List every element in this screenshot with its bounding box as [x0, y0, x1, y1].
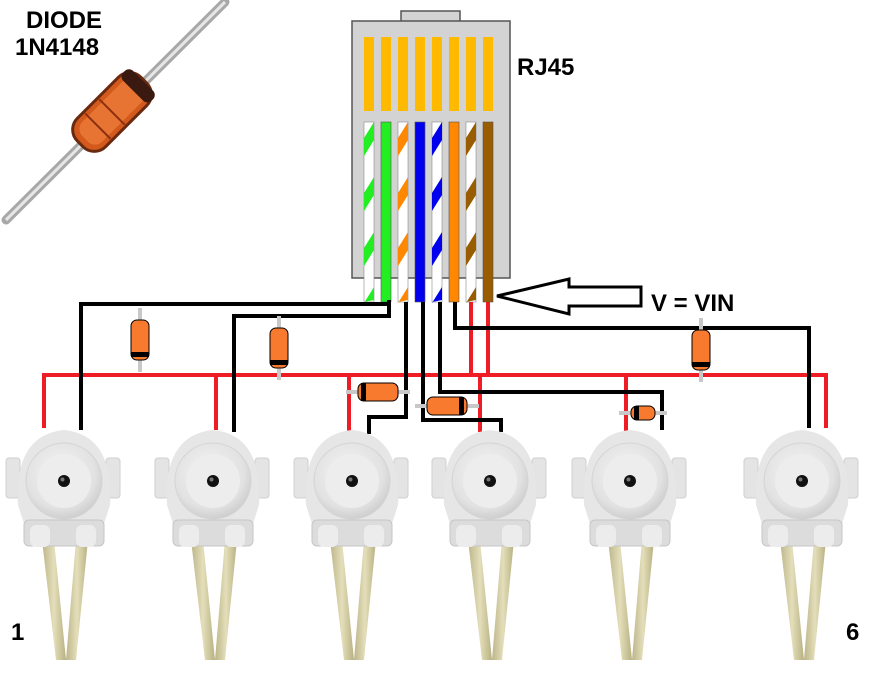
- diode-5: [619, 405, 667, 421]
- rj45-contact-8: [483, 37, 493, 111]
- signal-wires: [79, 300, 811, 434]
- rj45-contact-6: [449, 37, 459, 111]
- rj45-contacts: [364, 37, 493, 111]
- rj45-wire-3: [397, 121, 409, 303]
- supply-label: V = VIN: [651, 290, 734, 317]
- pumps: [5, 430, 859, 660]
- pump-2: [154, 430, 270, 660]
- diode-3: [346, 382, 410, 402]
- rj45-contact-4: [415, 37, 425, 111]
- pump-1: [5, 430, 121, 660]
- pump-tube: [492, 540, 514, 660]
- pump-5: [571, 430, 687, 660]
- rj45-contact-7: [466, 37, 476, 111]
- pump-tube: [608, 540, 632, 660]
- rj45-wire-1: [363, 121, 375, 303]
- diode-4: [415, 396, 479, 416]
- pump-6: [743, 430, 859, 660]
- pump-4: [431, 430, 547, 660]
- rj45-connector: [351, 10, 511, 303]
- rj45-wire-6: [448, 121, 460, 303]
- rj45-wire-4: [414, 121, 426, 303]
- rj45-wire-5: [431, 121, 443, 303]
- pump-tube: [215, 540, 237, 660]
- diode-2: [269, 316, 289, 380]
- diode-title: DIODE: [26, 7, 102, 34]
- pump-shaft: [207, 475, 219, 487]
- pump-shaft: [624, 475, 636, 487]
- rj45-wire-2: [380, 121, 392, 303]
- pump-tube: [354, 540, 376, 660]
- diode-1: [130, 308, 150, 372]
- pump-shaft: [484, 475, 496, 487]
- pump-tube: [330, 540, 354, 660]
- rj45-contact-2: [381, 37, 391, 111]
- rj45-contact-1: [364, 37, 374, 111]
- diode-6: [691, 318, 711, 382]
- diode-part-number: 1N4148: [15, 34, 99, 61]
- pump-tube: [780, 540, 804, 660]
- pump-label-first: 1: [11, 619, 24, 646]
- pump-label-last: 6: [846, 619, 859, 646]
- pump-tube: [804, 540, 826, 660]
- rj45-wire-8: [482, 121, 494, 303]
- pump-tube: [632, 540, 654, 660]
- pump-shaft: [796, 475, 808, 487]
- pump-tube: [468, 540, 492, 660]
- pump-tube: [191, 540, 215, 660]
- diode-components: [130, 308, 711, 421]
- pump-tube: [42, 540, 66, 660]
- pump-tube: [66, 540, 88, 660]
- rj45-wires: [363, 121, 494, 303]
- diode-photo: [1, 0, 230, 225]
- pump-shaft: [346, 475, 358, 487]
- rj45-wire-7: [465, 121, 477, 303]
- rj45-contact-3: [398, 37, 408, 111]
- rj45-label: RJ45: [517, 54, 574, 81]
- rj45-contact-5: [432, 37, 442, 111]
- positive-bus: [42, 302, 828, 434]
- pump-3: [293, 430, 409, 660]
- supply-arrow-icon: [496, 277, 643, 316]
- pump-shaft: [58, 475, 70, 487]
